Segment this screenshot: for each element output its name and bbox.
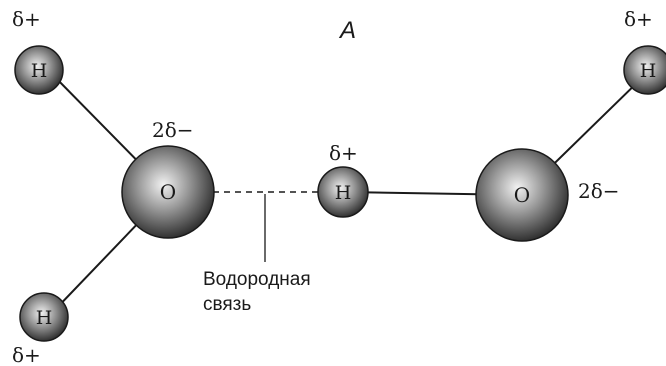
atom-symbol: O [160, 180, 176, 204]
hydrogen-bond-label-line1: Водородная [203, 269, 311, 290]
hydrogen-atom-middle: H [317, 166, 369, 218]
hydrogen-bond-label-line2: связь [203, 294, 251, 315]
oxygen-atom-right: O [475, 148, 569, 242]
atom-symbol: H [335, 182, 352, 204]
oxygen-atom-left: O [121, 145, 215, 239]
atom-symbol: H [640, 60, 657, 82]
atom-symbol: O [514, 183, 530, 207]
charge-label-h-middle: δ+ [329, 141, 358, 165]
atom-symbol: H [31, 60, 48, 82]
hydrogen-atom-left-lower: H [19, 292, 69, 342]
atom-symbol: H [36, 307, 53, 329]
charge-label-o-left: 2δ− [152, 118, 194, 142]
charge-label-h-right-upper: δ+ [624, 7, 653, 31]
hydrogen-atom-right-upper: H [623, 45, 666, 95]
charge-label-o-right: 2δ− [578, 179, 620, 203]
charge-label-h-left-upper: δ+ [12, 7, 41, 31]
hydrogen-atom-left-upper: H [14, 45, 64, 95]
charge-label-h-left-lower: δ+ [12, 343, 41, 366]
panel-letter: A [338, 17, 356, 44]
